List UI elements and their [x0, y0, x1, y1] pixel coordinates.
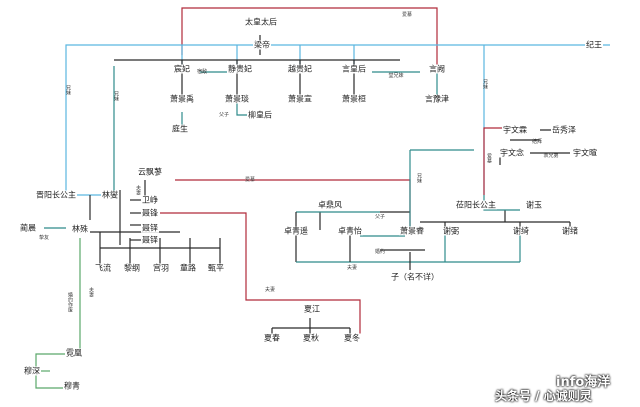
- person-xia-dong-top: 霓凰: [65, 348, 83, 358]
- person-nie-feng: 聂锋: [141, 208, 159, 218]
- person-yuwen-lin: 宇文霖: [502, 125, 528, 135]
- person-xie-xu: 谢绪: [561, 226, 579, 236]
- relation-sworn-label: 结拜: [531, 139, 543, 145]
- person-liu-huanghou: 柳皇后: [247, 110, 273, 120]
- affair-line-top: [181, 7, 438, 65]
- person-xia-chun: 夏春: [263, 333, 281, 343]
- person-li-gang: 黎纲: [123, 263, 141, 273]
- person-xiao-jingxuan: 萧景宣: [287, 94, 313, 104]
- person-yanhou: 言皇后: [341, 64, 367, 74]
- person-yue-xiuze: 岳秀泽: [551, 125, 577, 135]
- relation-couple-vertical: 夫妻: [88, 287, 94, 297]
- relation-couple-label-2: 夫妻: [346, 265, 358, 271]
- person-yan-que: 言阙: [428, 64, 446, 74]
- person-lin-shu: 林殊: [71, 224, 89, 234]
- person-jinyang-princess: 晋阳长公主: [35, 190, 77, 200]
- person-taihuang-taihou: 太皇太后: [244, 17, 278, 27]
- relation-cousin-label: 堂兄妹: [388, 73, 404, 79]
- relation-father-son-label: 父子: [218, 112, 230, 118]
- watermark-brand: info海洋: [556, 375, 611, 390]
- relation-affair-vertical: 爱慕: [486, 153, 492, 163]
- relation-rival-label: 宿敌: [196, 69, 208, 75]
- person-niwang: 纪王: [585, 40, 603, 50]
- relation-friend-label: 挚友: [38, 235, 50, 241]
- relation-siblings-mid: 兄妹: [113, 91, 119, 101]
- relation-father-son-label-2: 父子: [374, 214, 386, 220]
- person-yuwen-nian: 宇文念: [499, 148, 525, 158]
- person-zhen-ping: 甄平: [207, 263, 225, 273]
- relation-siblings-right: 兄妹: [482, 79, 488, 89]
- watermark-source: 头条号 / 心诚则灵: [495, 389, 592, 403]
- person-mu-qing: 穆青: [63, 381, 81, 391]
- person-xiao-jinghuan: 萧景桓: [341, 94, 367, 104]
- person-yan-yujin: 言豫津: [424, 94, 450, 104]
- relation-engaged-label: 婚约: [374, 249, 386, 255]
- person-zhuo-qingyao: 卓青遥: [283, 226, 309, 236]
- person-xia-qiu: 夏秋: [302, 333, 320, 343]
- person-ting-sheng: 庭生: [171, 124, 189, 134]
- person-jinggui-fei: 静贵妃: [227, 64, 253, 74]
- person-liyang-princess: 莅阳长公主: [455, 200, 497, 210]
- person-xie-qi: 谢绮: [512, 226, 530, 236]
- person-liangdi: 梁帝: [253, 40, 271, 50]
- person-zi: 子（名不详）: [390, 272, 440, 282]
- relation-engaged-vertical: 婚约作废: [67, 292, 73, 312]
- person-fei-liu: 飞流: [94, 263, 112, 273]
- person-xiao-jingrui: 萧景睿: [399, 226, 425, 236]
- person-zhuo-qingyi: 卓青怡: [337, 226, 363, 236]
- person-li-chen: 蔺晨: [19, 223, 37, 233]
- person-xiao-jingyan: 萧景琰: [224, 94, 250, 104]
- person-wei-zheng: 卫峥: [141, 195, 159, 205]
- relation-couple-label: 夫妻: [264, 287, 276, 293]
- relation-couple-nie: 夫妻: [135, 185, 141, 195]
- person-gong-yu: 宫羽: [152, 263, 170, 273]
- person-chenfei: 宸妃: [173, 64, 191, 74]
- person-nie-duo: 聂铎: [141, 223, 159, 233]
- person-mu-shen: 穆深: [23, 366, 41, 376]
- relation-affair-label: 爱慕: [401, 12, 413, 18]
- relation-affair-label-2: 爱慕: [244, 177, 256, 183]
- person-xiao-jingyu: 萧景禹: [169, 94, 195, 104]
- person-tong-lu: 童路: [179, 263, 197, 273]
- person-xie-bi: 谢弼: [442, 226, 460, 236]
- person-xia-jiang: 夏江: [303, 304, 321, 314]
- person-xie-yu: 谢玉: [525, 200, 543, 210]
- person-yun-piaoliao: 云飘蓼: [137, 167, 163, 177]
- person-zhuo-dingfeng: 卓鼎风: [317, 200, 343, 210]
- person-nie-yue: 聂铎: [141, 235, 159, 245]
- liangdi-spouse-line: [65, 44, 610, 195]
- relation-siblings-left: 兄妹: [65, 85, 71, 95]
- relation-yuwen-siblings-label: 表兄弟: [543, 153, 559, 159]
- person-xia-dong: 夏冬: [343, 333, 361, 343]
- relation-siblings-xie: 兄妹: [416, 173, 422, 183]
- person-yuegui-fei: 越贵妃: [287, 64, 313, 74]
- person-yuwen-xuan: 宇文暄: [572, 148, 598, 158]
- person-lin-xie: 林燮: [101, 190, 119, 200]
